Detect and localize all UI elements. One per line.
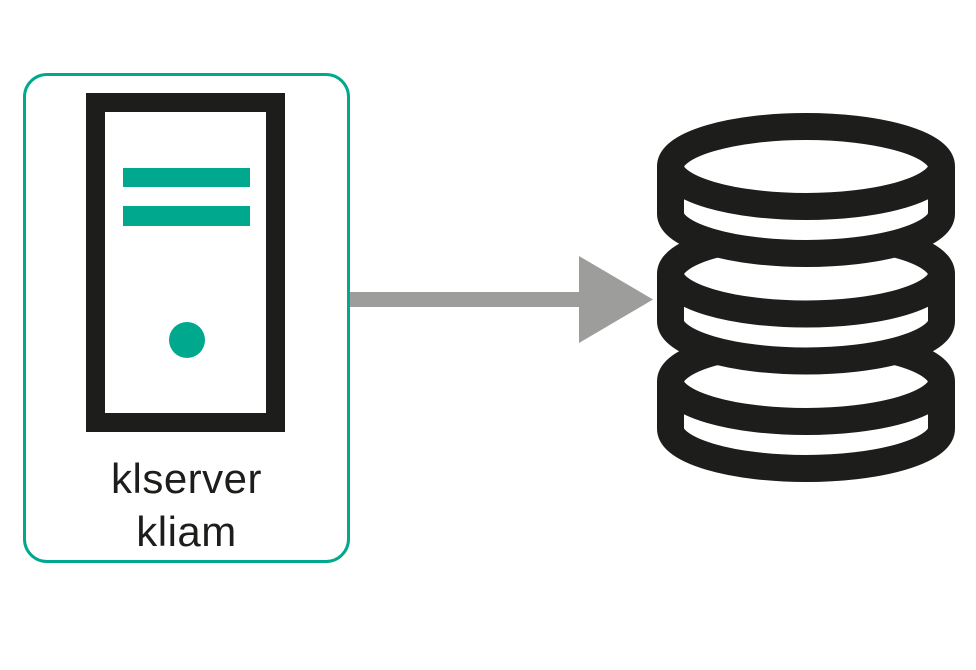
server-tower-icon (86, 93, 285, 432)
database-disk-top (657, 113, 955, 267)
node-label-line-1: klserver (110, 455, 263, 502)
server-drive-bay-bar (123, 206, 250, 226)
arrow-right-icon (350, 256, 653, 343)
server-power-dot (169, 322, 205, 358)
server-drive-bay-bar (123, 168, 250, 187)
klserver-node-box: klserver kliam (23, 73, 350, 563)
node-label-line-2: kliam (136, 508, 237, 555)
database-icon (657, 113, 955, 482)
node-label: klserver kliam (26, 452, 347, 558)
